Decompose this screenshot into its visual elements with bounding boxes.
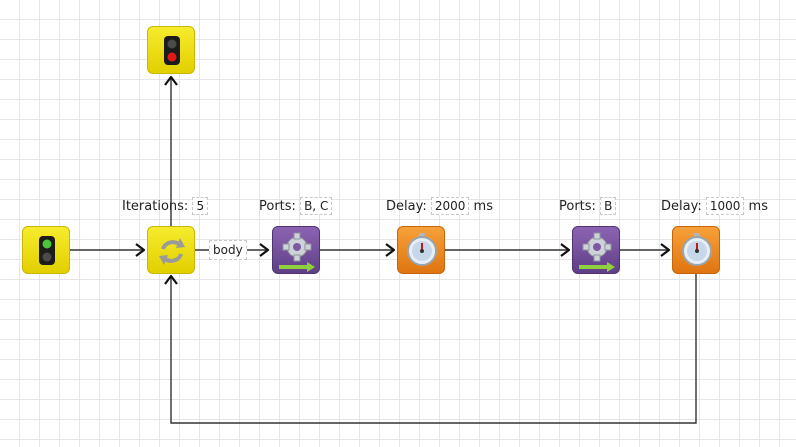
- motor-2-ports-label: Ports: B: [559, 197, 617, 215]
- delay-1-unit: ms: [473, 199, 493, 214]
- repeat-arrows-icon: [159, 238, 185, 265]
- delay-2-unit: ms: [748, 199, 768, 214]
- delay-1-caption: Delay:: [386, 199, 427, 214]
- motor-block-1[interactable]: [272, 226, 320, 274]
- motor-1-ports-caption: Ports:: [259, 199, 296, 214]
- stop-block[interactable]: [147, 26, 195, 74]
- delay-block-2[interactable]: [672, 226, 720, 274]
- delay-2-input[interactable]: 1000: [705, 197, 745, 215]
- delay-1-input[interactable]: 2000: [430, 197, 470, 215]
- gear-icon: [579, 232, 615, 272]
- stopwatch-icon: [407, 233, 437, 266]
- delay-1-label: Delay: 2000 ms: [386, 197, 493, 215]
- green-traffic-light-icon: [39, 236, 55, 265]
- gear-icon: [279, 232, 315, 272]
- delay-2-label: Delay: 1000 ms: [661, 197, 768, 215]
- delay-2-caption: Delay:: [661, 199, 702, 214]
- red-traffic-light-icon: [164, 36, 180, 65]
- motor-1-ports-input[interactable]: B, C: [300, 197, 333, 215]
- motor-block-2[interactable]: [572, 226, 620, 274]
- motor-2-ports-input[interactable]: B: [600, 197, 617, 215]
- iterations-input[interactable]: 5: [192, 197, 209, 215]
- iterations-caption: Iterations:: [122, 199, 189, 214]
- motor-2-ports-caption: Ports:: [559, 199, 596, 214]
- motor-1-ports-label: Ports: B, C: [259, 197, 333, 215]
- iterations-label: Iterations: 5: [122, 197, 209, 215]
- wire-delay2-loopback: [164, 274, 697, 424]
- start-block[interactable]: [22, 226, 70, 274]
- loop-block[interactable]: [147, 226, 195, 274]
- stopwatch-icon: [682, 233, 712, 266]
- delay-block-1[interactable]: [397, 226, 445, 274]
- loop-body-tag: body: [209, 240, 247, 260]
